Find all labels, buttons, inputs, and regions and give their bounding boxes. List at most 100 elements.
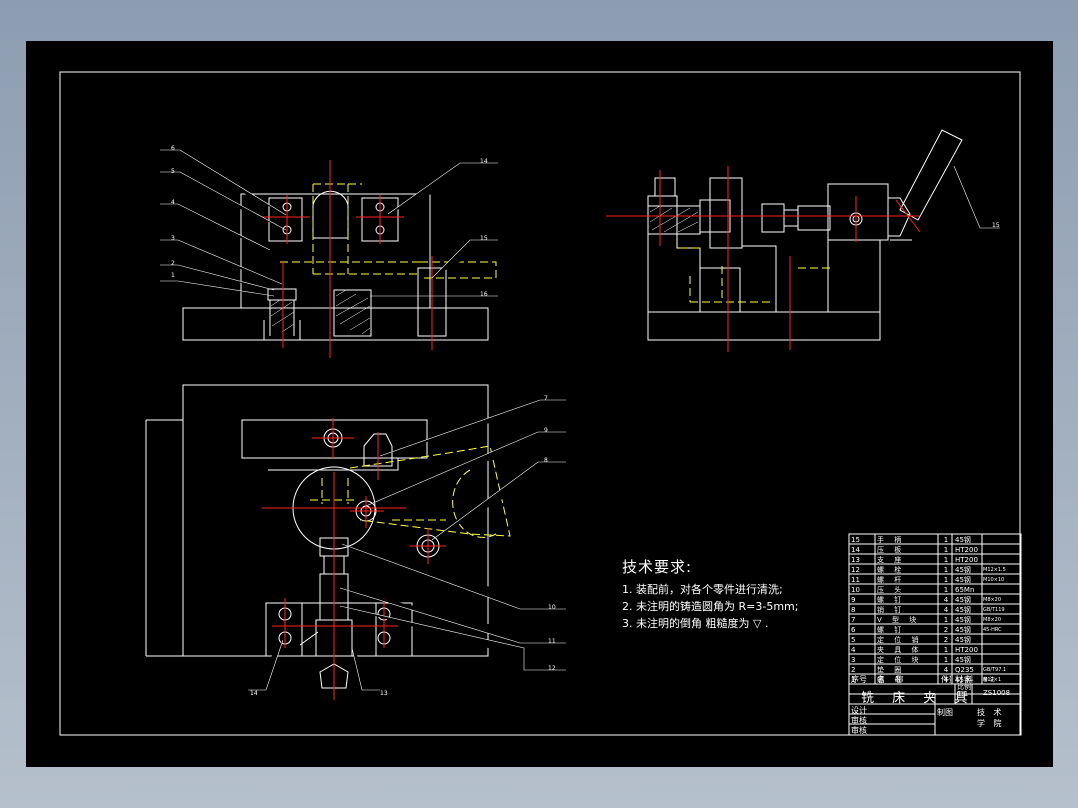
parts-cell-qty: 2	[943, 626, 949, 634]
parts-cell-name: 螺 栓	[877, 566, 906, 574]
signature-row: 审核	[851, 726, 867, 735]
side-hatch	[649, 205, 699, 233]
parts-table-grid	[848, 533, 1022, 736]
parts-cell-name: 螺 杆	[877, 576, 906, 584]
parts-cell-name: 定 位 块	[877, 656, 923, 664]
leader-label-2: 2	[171, 260, 175, 267]
parts-cell-material: 45钢	[955, 626, 971, 634]
leader-label-16: 16	[480, 291, 488, 298]
parts-cell-no: 13	[851, 556, 860, 564]
plan-leader-label-11: 11	[548, 638, 556, 645]
parts-cell-no: 5	[851, 636, 856, 644]
side-leader-label-15: 15	[992, 222, 1000, 229]
parts-cell-qty: 1	[943, 566, 949, 574]
signature-row: 设计	[851, 706, 867, 715]
parts-cell-name: 手 柄	[877, 536, 906, 544]
scale-value: 1:1	[957, 690, 969, 698]
parts-cell-name: 销 钉	[877, 606, 906, 614]
school-name: 技 术 学 院	[977, 708, 1005, 728]
header-no: 序号	[851, 675, 867, 684]
parts-cell-material: 45钢	[955, 616, 971, 624]
parts-cell-no: 15	[851, 536, 860, 544]
plan-leaders	[248, 399, 566, 691]
parts-cell-no: 4	[851, 646, 856, 654]
parts-cell-note: 45-HRC	[983, 627, 1002, 633]
parts-cell-no: 9	[851, 596, 856, 604]
parts-table-row: 6 螺 钉 2 45钢 45-HRC	[849, 625, 1021, 635]
header-qty: 件数	[941, 675, 951, 684]
parts-cell-no: 6	[851, 626, 856, 634]
parts-cell-qty: 2	[943, 636, 949, 644]
parts-cell-qty: 1	[943, 656, 949, 664]
parts-cell-note: GB/T97.1	[983, 667, 1007, 673]
signature-row: 审核	[851, 716, 867, 725]
parts-cell-material: HT200	[955, 556, 978, 564]
leader-label-15: 15	[480, 235, 488, 242]
parts-cell-note: M8×20	[983, 617, 1002, 623]
header-material: 材 料	[955, 675, 974, 684]
side-hidden-lines	[680, 247, 830, 303]
parts-cell-no: 3	[851, 656, 856, 664]
drawing-name: 铣 床 夹 具	[861, 691, 975, 706]
leader-label-3: 3	[171, 235, 175, 242]
parts-cell-name: 压 板	[877, 546, 906, 554]
parts-table-row: 3 定 位 块 1 45钢	[849, 655, 1021, 665]
parts-cell-name: 定 位 销	[877, 636, 923, 644]
parts-cell-material: 45钢	[955, 606, 971, 614]
parts-cell-no: 11	[851, 576, 860, 584]
parts-cell-material: 65Mn	[955, 586, 975, 594]
parts-cell-no: 12	[851, 566, 860, 574]
tech-requirement-item: 3. 未注明的倒角 粗糙度为 ▽ .	[622, 617, 769, 630]
parts-cell-material: 45钢	[955, 566, 971, 574]
parts-cell-name: V 型 块	[877, 616, 921, 624]
parts-table-row: 11 螺 杆 1 45钢 M10×10	[849, 575, 1021, 585]
front-view	[182, 190, 489, 341]
parts-cell-note: M10×10	[983, 577, 1005, 583]
leader-label-6: 6	[171, 145, 175, 152]
parts-table-row: 5 定 位 销 2 45钢	[849, 635, 1021, 645]
parts-cell-material: 45钢	[955, 636, 971, 644]
parts-cell-note: M12×1	[983, 677, 1002, 683]
scale-label: 比例	[957, 683, 971, 691]
parts-table-row: 4 夹 具 体 1 HT200	[849, 645, 1021, 655]
plan-leader-label-10: 10	[548, 604, 556, 611]
parts-cell-name: 螺 钉	[877, 626, 906, 634]
parts-cell-material: 45钢	[955, 536, 971, 544]
drawing-border	[59, 71, 1021, 736]
parts-cell-qty: 1	[943, 556, 949, 564]
parts-cell-name: 支 座	[877, 556, 906, 564]
parts-cell-note: M12×1.5	[983, 567, 1006, 573]
parts-cell-qty: 1	[943, 646, 949, 654]
side-center-lines	[606, 166, 921, 352]
technical-requirements: 技术要求: 1. 装配前，对各个零件进行清洗; 2. 未注明的铸造圆角为 R=3…	[622, 556, 798, 632]
parts-cell-material: 45钢	[955, 596, 971, 604]
parts-cell-qty: 4	[943, 676, 949, 684]
parts-cell-name: 夹 具 体	[877, 646, 923, 654]
parts-cell-no: 10	[851, 586, 860, 594]
parts-cell-material: HT200	[955, 646, 978, 654]
parts-cell-qty: 1	[943, 576, 949, 584]
parts-cell-no: 1	[851, 676, 856, 684]
plan-leader-label-13: 13	[380, 690, 388, 697]
header-note: 备 注	[983, 677, 995, 683]
parts-cell-material: 45钢	[955, 656, 971, 664]
parts-cell-name: 压 头	[877, 586, 906, 594]
parts-cell-qty: 4	[943, 596, 949, 604]
parts-cell-qty: 4	[943, 666, 949, 674]
parts-cell-note: M8×20	[983, 597, 1002, 603]
tech-requirement-item: 1. 装配前，对各个零件进行清洗;	[622, 583, 783, 596]
parts-cell-material: 45钢	[955, 676, 971, 684]
parts-cell-no: 7	[851, 616, 856, 624]
side-view	[647, 129, 963, 341]
plan-leader-label-9: 9	[544, 427, 548, 434]
parts-cell-qty: 1	[943, 546, 949, 554]
parts-table-row: 13 支 座 1 HT200	[849, 555, 1021, 565]
parts-cell-no: 14	[851, 546, 860, 554]
parts-cell-qty: 4	[943, 606, 949, 614]
parts-cell-qty: 1	[943, 586, 949, 594]
leader-label-5: 5	[171, 168, 175, 175]
parts-cell-material: 45钢	[955, 576, 971, 584]
